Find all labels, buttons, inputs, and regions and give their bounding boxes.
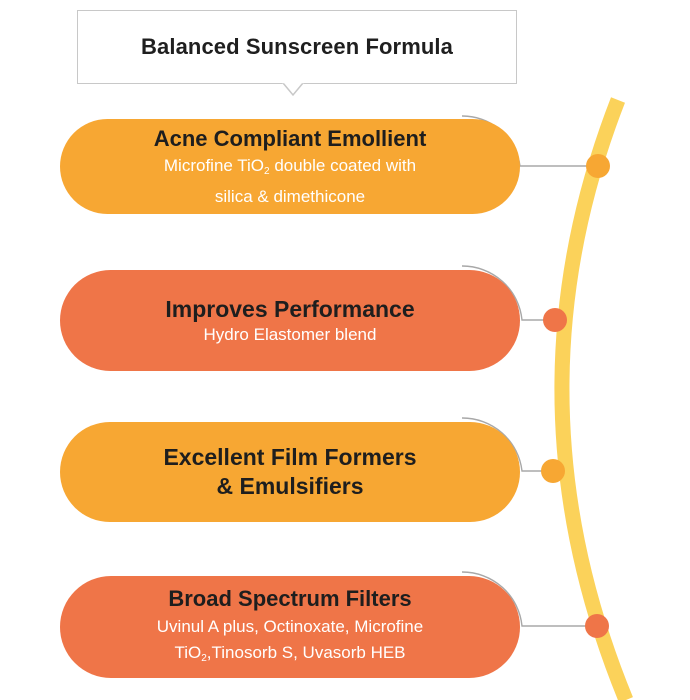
card-3-heading-line2: & Emulsifiers (216, 473, 364, 499)
card-4-desc-subscript: 2 (201, 652, 207, 664)
card-4-desc-text: TiO (174, 642, 202, 662)
card-4-desc-line1: Uvinul A plus, Octinoxate, Microfine (156, 616, 424, 636)
card-3-heading-line1: Excellent Film Formers (163, 444, 417, 470)
card-4-desc-text-end: ,Tinosorb S, Uvasorb HEB (206, 642, 406, 662)
card-4-heading: Broad Spectrum Filters (168, 585, 412, 611)
benefit-card-2: Improves Performance Hydro Elastomer ble… (60, 270, 520, 371)
benefit-card-3: Excellent Film Formers & Emulsifiers (60, 422, 520, 522)
timeline-arc (554, 97, 633, 700)
card-1-desc-text: Microfine TiO (163, 156, 265, 175)
card-4-desc-line2: TiO2,Tinosorb S, Uvasorb HEB (174, 641, 405, 670)
title-pointer (282, 82, 304, 97)
marker-dot-4 (585, 614, 609, 638)
benefit-card-4: Broad Spectrum Filters Uvinul A plus, Oc… (60, 576, 520, 678)
title-box: Balanced Sunscreen Formula (77, 10, 517, 84)
card-2-desc: Hydro Elastomer blend (203, 324, 377, 344)
card-2-heading: Improves Performance (165, 295, 415, 322)
card-1-desc-line1: Microfine TiO2 double coated with (164, 154, 416, 183)
benefit-card-1: Acne Compliant Emollient Microfine TiO2 … (60, 119, 520, 214)
diagram-title: Balanced Sunscreen Formula (141, 34, 453, 59)
marker-dot-2 (543, 308, 567, 332)
card-1-desc-line2: silica & dimethicone (214, 187, 366, 206)
card-1-desc-text-end: double coated with (269, 156, 417, 175)
card-1-heading: Acne Compliant Emollient (153, 126, 427, 151)
card-1-desc-subscript: 2 (264, 166, 270, 177)
marker-dot-3 (541, 459, 565, 483)
marker-dot-1 (586, 154, 610, 178)
